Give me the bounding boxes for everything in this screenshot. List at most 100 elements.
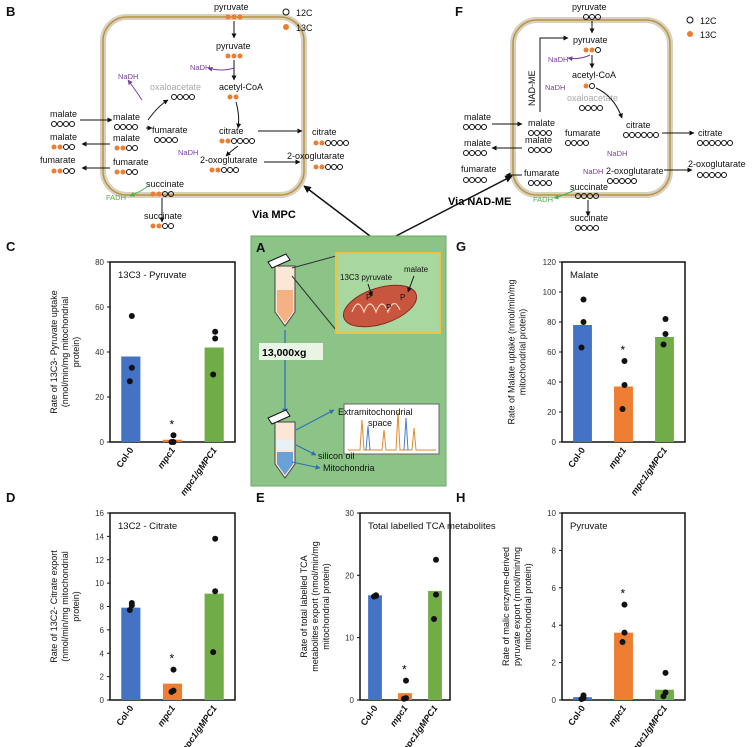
f-malate-out1: malate — [464, 112, 491, 122]
y-tick-label: 8 — [552, 546, 557, 555]
chart-title: Total labelled TCA metabolites — [368, 521, 496, 532]
y-tick-label: 40 — [547, 378, 556, 387]
f-malate-in: malate — [528, 118, 555, 128]
y-tick-label: 6 — [100, 626, 105, 635]
y-tick-label: 80 — [95, 258, 104, 267]
b-pyruvate-out-carbons — [225, 14, 243, 20]
lower-tube-cap — [267, 409, 291, 425]
y-axis-label: Rate of total labelled TCAmetabolites ex… — [299, 541, 331, 672]
f-malate-out2-carbons — [463, 150, 487, 156]
y-tick-label: 2 — [100, 673, 105, 682]
f-oxo-out: 2-oxoglutarate — [688, 159, 746, 169]
mitochondrion-zoom — [342, 284, 418, 328]
data-point — [621, 601, 628, 608]
data-point — [660, 341, 667, 348]
b-acetyl-carbons — [227, 94, 239, 100]
b-oxo-in: 2-oxoglutarate — [200, 155, 258, 165]
mitochondrion-f — [512, 19, 671, 196]
space-label: space — [368, 418, 392, 428]
bar-mpc1-gmpc1 — [655, 337, 674, 442]
bar-mpc1-gmpc1 — [428, 590, 442, 700]
b-oxo-in-carbons — [209, 167, 239, 173]
data-point — [210, 371, 217, 378]
data-point — [580, 319, 587, 325]
bar-mpc1-gmpc1 — [204, 593, 224, 700]
f-acetyl-carbons — [583, 83, 595, 89]
b-fumarate-in1-carbons — [154, 137, 178, 143]
y-tick-label: 80 — [547, 318, 556, 327]
data-point — [621, 382, 628, 388]
f-fumarate-out-carbons — [463, 177, 487, 183]
data-point — [621, 358, 628, 364]
f-oxo-in-carbons — [607, 178, 637, 184]
y-tick-label: 60 — [95, 303, 104, 312]
y-axis-label: Rate of 13C2- Citrate export(nmol/min/mg… — [49, 550, 81, 663]
b-succinate-in: succinate — [146, 179, 184, 189]
y-tick-label: 10 — [345, 634, 354, 643]
y-tick-label: 60 — [547, 348, 556, 357]
data-point — [168, 688, 175, 695]
data-point — [212, 535, 219, 542]
zoom-line-1 — [291, 255, 337, 269]
f-oaa-carbons — [579, 105, 603, 111]
b-succinate-in-carbons — [150, 191, 174, 197]
y-tick-label: 16 — [95, 509, 104, 518]
f-malate-out1-carbons — [463, 124, 487, 130]
category-label: mpc1 — [606, 703, 628, 728]
f-fadh: FADH — [533, 195, 553, 204]
data-point — [170, 666, 177, 673]
f-pyruvate-in: pyruvate — [573, 35, 608, 45]
b-nadh2-arrow — [127, 79, 143, 101]
y-tick-label: 10 — [547, 509, 556, 518]
y-axis-label: Rate of Malate uptake (nmol/min/mgmitoch… — [507, 279, 528, 424]
b-cs-arrow — [235, 101, 242, 129]
via-nadme-arrow — [395, 175, 513, 237]
data-point — [619, 639, 626, 646]
f-fumarate-in2-carbons — [528, 180, 552, 186]
f-oxaloacetate: oxaloacetate — [567, 93, 618, 103]
y-tick-label: 100 — [543, 288, 557, 297]
f-fumarate-in1: fumarate — [565, 128, 601, 138]
category-label: mpc1 — [155, 445, 177, 470]
data-point — [212, 328, 219, 335]
y-tick-label: 20 — [345, 571, 354, 580]
f-acetyl: acetyl-CoA — [572, 70, 616, 80]
panel-letter-d: D — [6, 490, 15, 505]
f-succinate-out: succinate — [570, 213, 608, 223]
b-nadh1-arrow — [207, 66, 235, 72]
y-tick-label: 2 — [552, 659, 557, 668]
zoom-pyruvate-label: 13C3 pyruvate — [340, 273, 393, 282]
f-fumarate-in1-carbons — [565, 140, 589, 146]
mito-pointer — [291, 461, 321, 470]
b-oxo-out-carbons — [313, 164, 343, 170]
significance-star: * — [402, 663, 407, 677]
b-malate-out1: malate — [50, 109, 77, 119]
significance-star: * — [170, 652, 175, 666]
y-tick-label: 14 — [95, 532, 104, 541]
category-label: mpc1/gMPC1 — [178, 703, 219, 747]
b-malate-in2: malate — [113, 133, 140, 143]
y-tick-label: 20 — [547, 408, 556, 417]
f-malate-in-carbons — [528, 130, 552, 136]
zoom-line-2 — [291, 275, 337, 331]
b-citrate-in: citrate — [219, 126, 244, 136]
extra-pointer — [295, 409, 335, 431]
via-mpc-label: Via MPC — [252, 209, 296, 221]
b-acetyl: acetyl-CoA — [219, 82, 263, 92]
y-axis-label: Rate of 13C3- Pyruvate uptake(nmol/min/m… — [49, 290, 81, 414]
data-point — [212, 588, 219, 595]
f-nadh4: NaDH — [583, 167, 603, 176]
b-malate-in: malate — [113, 112, 140, 122]
data-point — [212, 335, 219, 342]
y-tick-label: 8 — [100, 603, 105, 612]
b-malate-out1-carbons — [51, 121, 75, 127]
panel-letter-g: G — [456, 239, 466, 254]
zoom-p3: P — [400, 293, 405, 302]
significance-star: * — [621, 343, 626, 357]
b-malate-in-carbons — [114, 124, 138, 130]
data-point — [401, 695, 407, 702]
f-nadh1: NaDH — [548, 55, 568, 64]
